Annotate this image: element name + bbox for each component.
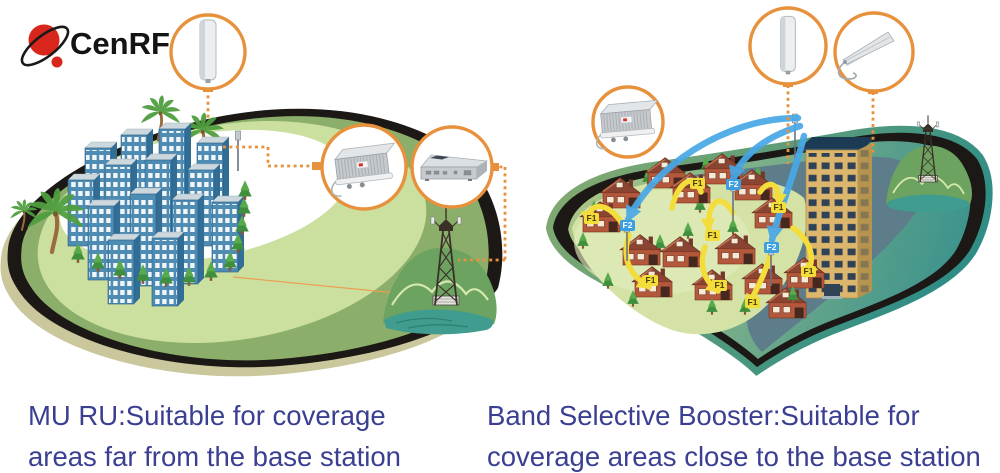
donor-log-periodic-antenna-icon [833,11,915,93]
f1-label: F1 [771,202,786,213]
house [714,233,756,265]
left-signal-links [203,85,507,262]
city-buildings [67,95,245,307]
base-station-tower-left [383,208,497,335]
apartment-building [107,233,141,305]
mu-unit-icon [320,123,408,211]
trees [10,180,252,287]
apartment-building [151,231,185,307]
f1-label: F1 [643,275,658,286]
house [783,257,825,289]
left-caption-line2: areas far from the base station [28,441,401,472]
right-caption-line1: Band Selective Booster:Suitable for [487,400,920,431]
f1-label: F1 [690,178,705,189]
left-caption-line1: MU RU:Suitable for coverage [28,400,386,431]
right-caption-line2: coverage areas close to the base station [487,441,981,472]
left-caption: MU RU:Suitable for coverage areas far fr… [28,395,401,473]
f1-label: F1 [712,280,727,291]
base-station-tower-right [886,115,972,213]
outdoor-panel-antenna-icon [169,13,247,91]
service-panel-antenna-icon [748,6,828,86]
office-building [792,113,876,299]
booster-unit-icon [591,85,665,159]
left-island-illustration [0,95,503,377]
ru-unit-icon [410,125,494,209]
f2-label: F2 [726,179,741,190]
f1-label: F1 [745,297,760,308]
right-caption: Band Selective Booster:Suitable for cove… [487,395,981,473]
logo-text: CenRF [70,26,170,61]
cenrf-logo-icon [20,24,70,68]
f2-label: F2 [764,242,779,253]
f1-label: F1 [584,213,599,224]
f1-label: F1 [801,266,816,277]
f1-label: F1 [705,230,720,241]
house [619,234,661,266]
f2-label: F2 [620,220,635,231]
